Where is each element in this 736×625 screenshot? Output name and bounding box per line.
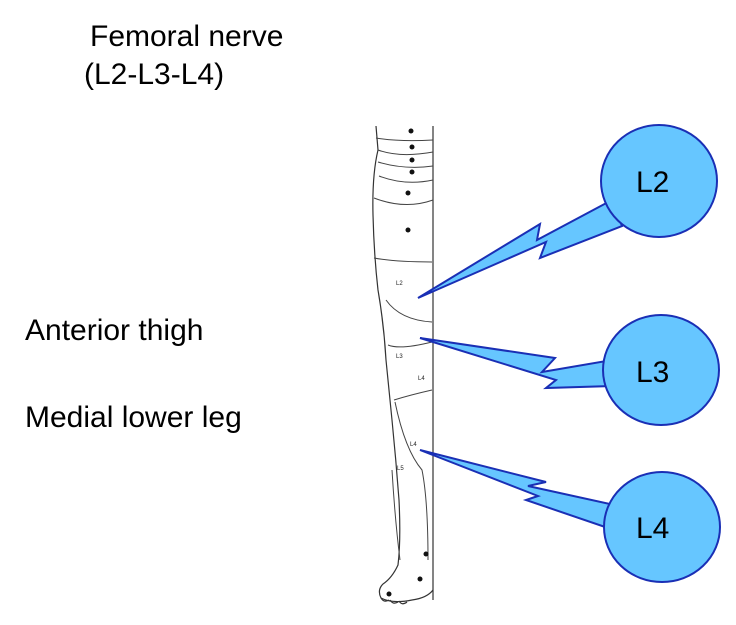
leg-label-l4-upper: L4 bbox=[418, 376, 425, 382]
leg-label-l3: L3 bbox=[396, 354, 403, 360]
leg-contour bbox=[372, 125, 434, 603]
title-line-2: (L2-L3-L4) bbox=[84, 58, 225, 91]
bubble-l4: L4 bbox=[419, 449, 721, 583]
leg-outline bbox=[372, 125, 434, 605]
medial-lower-leg-label: Medial lower leg bbox=[25, 401, 242, 434]
leg-label-l2: L2 bbox=[396, 281, 403, 287]
bubble-l2-text: L2 bbox=[636, 166, 669, 199]
leg-label-l4: L4 bbox=[410, 442, 417, 448]
bubble-l4-circle bbox=[603, 471, 721, 583]
bubble-l2: L2 bbox=[417, 124, 718, 299]
bubble-l3-text: L3 bbox=[636, 356, 669, 389]
bubble-l3-pointer bbox=[419, 337, 613, 390]
toes bbox=[380, 597, 408, 605]
bubble-l2-circle bbox=[600, 124, 718, 238]
leg-label-l5: L5 bbox=[397, 466, 404, 472]
bubble-l3: L3 bbox=[419, 314, 720, 426]
title-line-1: Femoral nerve bbox=[90, 20, 284, 53]
dermatome-boundaries bbox=[373, 137, 434, 561]
bubble-l4-pointer bbox=[419, 449, 612, 530]
bubble-l3-circle bbox=[602, 314, 720, 426]
bubble-l4-text: L4 bbox=[636, 512, 669, 545]
anterior-thigh-label: Anterior thigh bbox=[25, 314, 204, 347]
leg-dots bbox=[386, 128, 429, 597]
bubble-l2-pointer bbox=[417, 198, 624, 299]
